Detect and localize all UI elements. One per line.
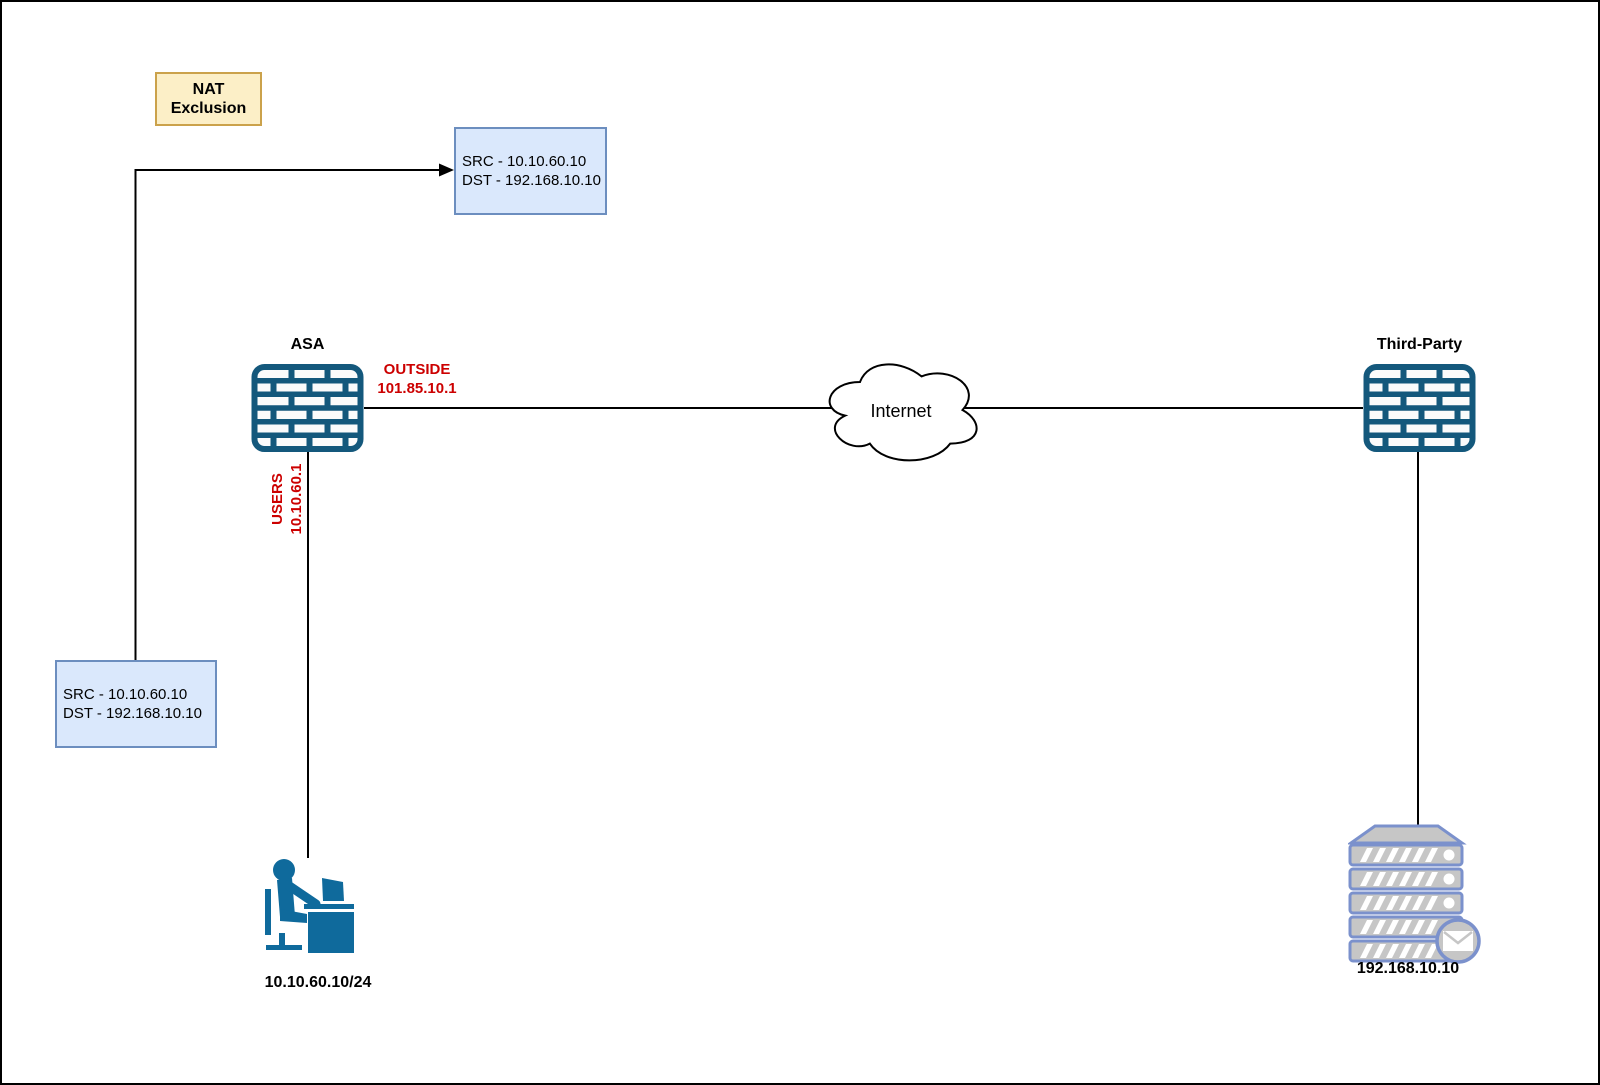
internet-cloud-icon: Internet [819,354,983,466]
outside-if-name: OUTSIDE [383,361,451,378]
packet-top-dst: DST - 192.168.10.10 [462,172,601,189]
packet-bottom-dst: DST - 192.168.10.10 [63,705,202,722]
nat-exclusion-note-line2: Exclusion [170,100,247,117]
internet-label: Internet [870,401,931,421]
packet-flow-arrowhead-icon [439,163,454,177]
packet-bottom-src: SRC - 10.10.60.10 [63,686,188,703]
nat-exclusion-note-line1: NAT [192,81,225,98]
packet-top-src: SRC - 10.10.60.10 [462,153,587,170]
asa-users-interface-label: USERS 10.10.60.1 [268,454,306,544]
outside-if-ip: 101.85.10.1 [377,380,457,397]
third-party-label: Third-Party [1376,336,1463,353]
users-if-name: USERS [269,473,286,525]
users-if-ip: 10.10.60.1 [288,463,305,535]
asa-firewall-icon [251,364,364,452]
packet-box-bottom: SRC - 10.10.60.10 DST - 192.168.10.10 [55,660,217,748]
user-workstation-icon [264,859,354,953]
email-badge-icon [1435,918,1481,964]
third-party-firewall-icon [1363,364,1476,452]
mail-server-icon [1346,824,1483,965]
workstation-ip-label: 10.10.60.10/24 [264,974,372,991]
asa-label: ASA [290,336,325,353]
server-ip-label: 192.168.10.10 [1356,960,1460,977]
packet-box-top: SRC - 10.10.60.10 DST - 192.168.10.10 [454,127,607,215]
nat-exclusion-note: NAT Exclusion [155,72,262,126]
asa-outside-interface-label: OUTSIDE 101.85.10.1 [354,360,480,398]
